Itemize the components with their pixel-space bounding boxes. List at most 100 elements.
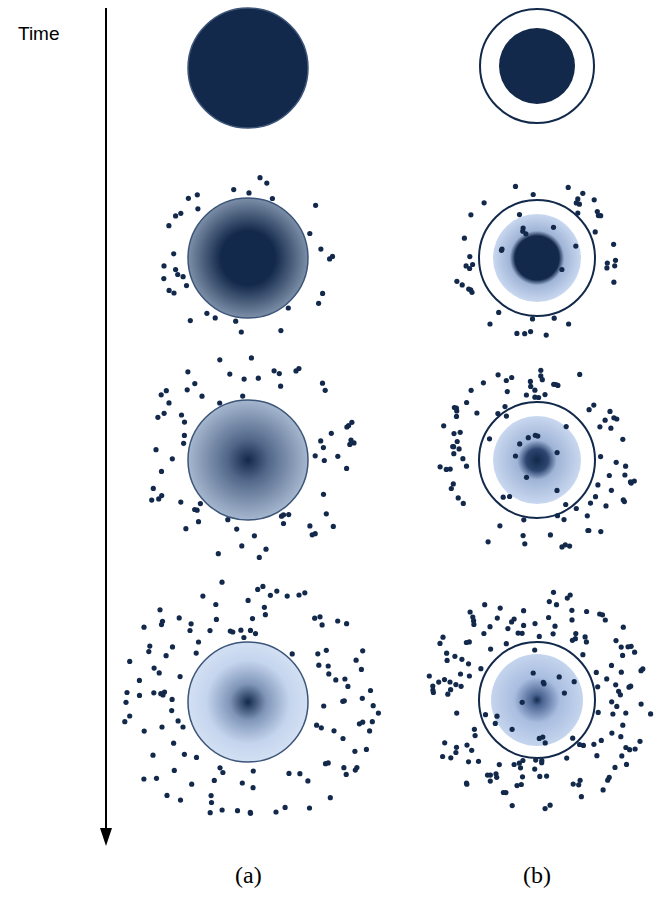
- particle-dot: [448, 467, 453, 472]
- coating-shell: [479, 402, 595, 518]
- particle-dot: [456, 495, 461, 500]
- particle-dot: [619, 753, 624, 758]
- particle-dot: [487, 624, 492, 629]
- particle-dot: [153, 447, 158, 452]
- particle-dot: [509, 727, 514, 732]
- particle-dot: [532, 388, 537, 393]
- particle-dot: [159, 493, 164, 498]
- particle-dot: [239, 329, 244, 334]
- particle-dot: [198, 501, 203, 506]
- particle-dot: [591, 742, 596, 747]
- particle-dot: [320, 291, 325, 296]
- particle-dot: [551, 245, 556, 250]
- particle-dot: [618, 692, 623, 697]
- particle-dot: [340, 736, 345, 741]
- particle-dot: [594, 753, 599, 758]
- particle-dot: [263, 612, 268, 617]
- particle-dot: [442, 677, 447, 682]
- particle-dot: [171, 290, 176, 295]
- particle-dot: [162, 411, 167, 416]
- particle-dot: [539, 760, 544, 765]
- particle-dot: [327, 256, 332, 261]
- particle-dot: [467, 673, 472, 678]
- particle-dot: [532, 647, 537, 652]
- particle-dot: [175, 272, 180, 277]
- particle-dot: [469, 748, 474, 753]
- particle-dot: [570, 638, 575, 643]
- particle-dot: [452, 654, 457, 659]
- particle-dot: [551, 631, 556, 636]
- particle-dot: [196, 639, 201, 644]
- particle-dot: [544, 333, 549, 338]
- particle-dot: [458, 430, 463, 435]
- particle-dot: [167, 288, 172, 293]
- particle-dot: [159, 724, 164, 729]
- particle-dots: [483, 212, 579, 746]
- particle-dot: [166, 223, 171, 228]
- particle-dot: [612, 263, 617, 268]
- particle-dot: [612, 765, 617, 770]
- particle-dot: [622, 472, 627, 477]
- particle-dot: [619, 645, 624, 650]
- particle-dot: [487, 321, 492, 326]
- particle-dot: [440, 754, 445, 759]
- particle-dot: [598, 454, 603, 459]
- particle-dot: [440, 635, 445, 640]
- particle-dot: [476, 759, 481, 764]
- particle-dot: [505, 626, 510, 631]
- particle-dot: [212, 778, 217, 783]
- particle-dot: [618, 734, 623, 739]
- particle-dot: [552, 624, 557, 629]
- particle-dot: [324, 648, 329, 653]
- particle-dot: [577, 372, 582, 377]
- particle-dot: [578, 778, 583, 783]
- particle-dot: [577, 742, 582, 747]
- particle-dot: [557, 674, 562, 679]
- particle-dot: [216, 551, 221, 556]
- particle-dot: [248, 628, 253, 633]
- particle-dot: [313, 203, 318, 208]
- particle-dot: [451, 431, 456, 436]
- panel-label: (b): [523, 862, 551, 888]
- particle-dot: [344, 772, 349, 777]
- particle-dot: [185, 369, 190, 374]
- particle-dot: [613, 638, 618, 643]
- particle-dot: [272, 368, 277, 373]
- particle-dot: [326, 671, 331, 676]
- particle-dot: [521, 517, 526, 522]
- particle-dot: [486, 539, 491, 544]
- particle-dot: [546, 615, 551, 620]
- particle-dot: [324, 511, 329, 516]
- particle-dot: [166, 400, 171, 405]
- particle-dot: [164, 793, 169, 798]
- particle-dot: [584, 609, 589, 614]
- particle-dot: [607, 409, 612, 414]
- particle-dot: [462, 236, 467, 241]
- particle-dot: [257, 175, 262, 180]
- particle-dot: [594, 670, 599, 675]
- particle-dot: [497, 762, 502, 767]
- particle-dot: [181, 441, 186, 446]
- particle-dot: [178, 798, 183, 803]
- particle-dot: [171, 741, 176, 746]
- particle-dot: [149, 498, 154, 503]
- particle-dot: [154, 776, 159, 781]
- particle-dot: [502, 404, 507, 409]
- particle-dot: [451, 451, 456, 456]
- particle-dot: [321, 703, 326, 708]
- particle-dot: [459, 657, 464, 662]
- particle-dot: [208, 810, 213, 815]
- particle-dot: [364, 747, 369, 752]
- particle-dot: [186, 196, 191, 201]
- particle-dot: [461, 501, 466, 506]
- particle-dot: [173, 213, 178, 218]
- particle-dot: [152, 666, 157, 671]
- particle-dot: [551, 225, 556, 230]
- particle-dissolving: [188, 642, 308, 762]
- particle-dot: [628, 684, 633, 689]
- particle-dot: [640, 666, 645, 671]
- particle-dot: [250, 616, 255, 621]
- particle-dot: [474, 410, 479, 415]
- particle-dot: [127, 713, 132, 718]
- particle-dot: [624, 762, 629, 767]
